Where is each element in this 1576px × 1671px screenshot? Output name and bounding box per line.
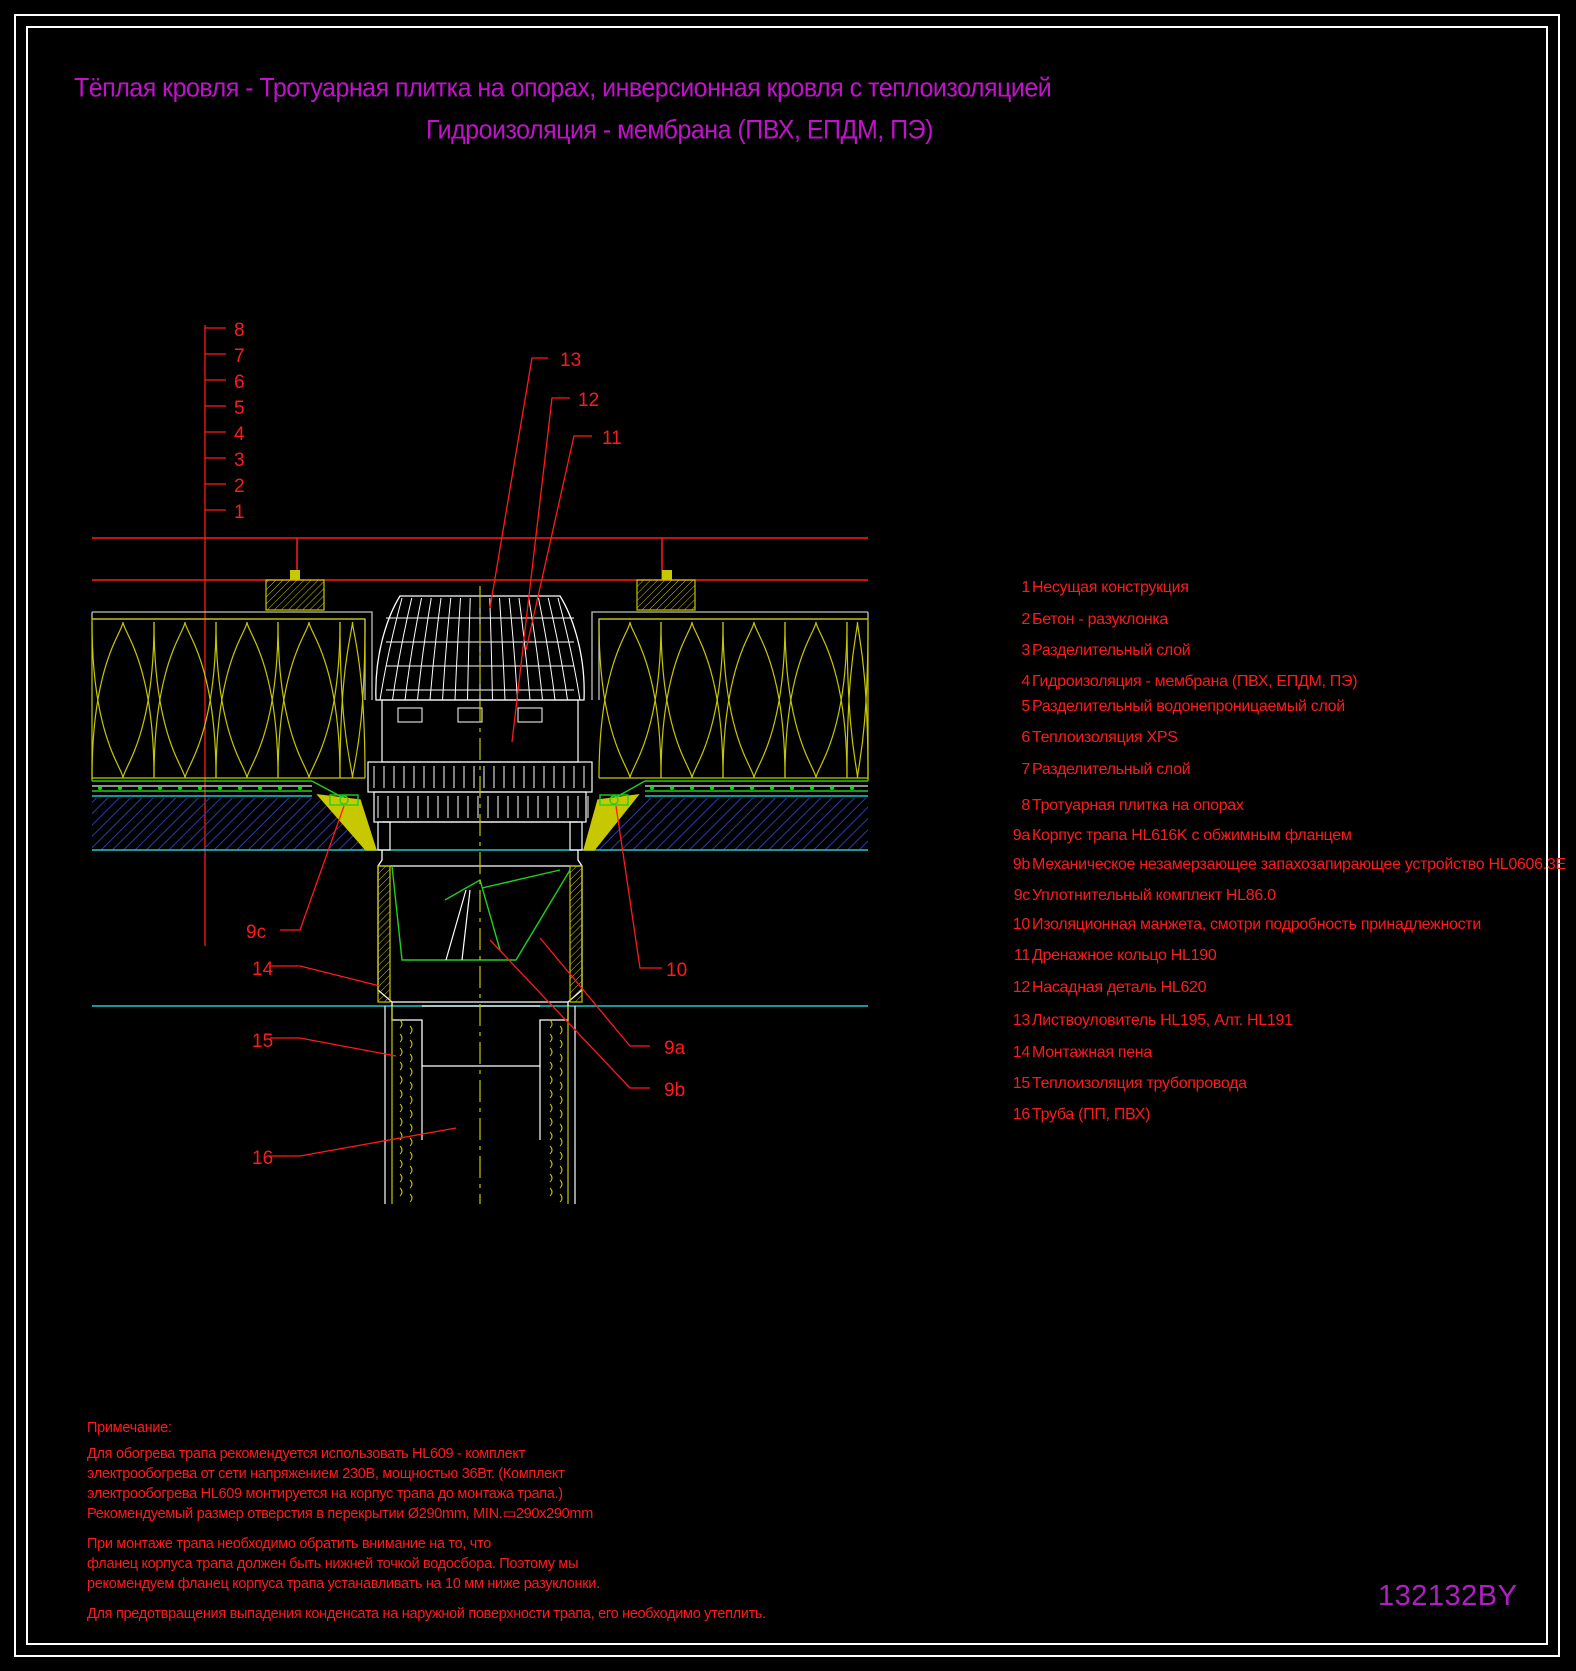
notes-heading: Примечание: [87, 1420, 172, 1436]
legend-text: Разделительный водонепроницаемый слой [1032, 698, 1345, 715]
legend-text: Несущая конструкция [1032, 579, 1189, 596]
layer-label-2: 2 [234, 476, 245, 497]
legend-text: Теплоизоляция XPS [1032, 729, 1178, 746]
layer-label-3: 3 [234, 450, 245, 471]
odour-trap [391, 865, 571, 961]
legend-text: Уплотнительный комплект HL86.0 [1032, 887, 1276, 904]
layer-label-7: 7 [234, 346, 245, 367]
legend-text: Корпус трапа HL616K с обжимным фланцем [1032, 827, 1352, 844]
legend-num: 9a [1012, 827, 1031, 844]
callout-13: 13 [560, 350, 581, 371]
callout-9b: 9b [664, 1080, 685, 1101]
drainage-ring [373, 766, 589, 818]
legend-text: Монтажная пена [1032, 1044, 1152, 1061]
legend-num: 3 [1021, 642, 1030, 659]
note-line: электрообогрева от сети напряжением 230В… [87, 1466, 565, 1482]
pipe-insulation [391, 1006, 569, 1204]
tile-pedestal-left [265, 570, 325, 611]
note-line: фланец корпуса трапа должен быть нижней … [87, 1556, 579, 1572]
legend-num: 9c [1013, 887, 1031, 904]
legend-text: Разделительный слой [1032, 642, 1191, 659]
legend-num: 7 [1021, 761, 1030, 778]
legend-num: 9b [1012, 856, 1031, 873]
legend-num: 15 [1012, 1075, 1031, 1092]
callout-11: 11 [602, 428, 622, 449]
callout-15: 15 [252, 1031, 273, 1052]
legend-text: Разделительный слой [1032, 761, 1191, 778]
note-line: рекомендуем фланец корпуса трапа устанав… [87, 1576, 600, 1592]
legend-num: 13 [1012, 1012, 1031, 1029]
callout-10: 10 [666, 960, 687, 981]
notes-paragraph-2: При монтаже трапа необходимо обратить вн… [87, 1534, 600, 1594]
callout-14: 14 [252, 959, 274, 980]
legend-text: Бетон - разуклонка [1032, 611, 1169, 628]
note-line: При монтаже трапа необходимо обратить вн… [87, 1536, 492, 1552]
layer-label-5: 5 [234, 398, 245, 419]
note-line: Рекомендуемый размер отверстия в перекры… [87, 1506, 593, 1522]
xps-insulation [91, 618, 869, 779]
legend-text: Насадная деталь HL620 [1032, 979, 1207, 996]
legend-text: Гидроизоляция - мембрана (ПВХ, ЕПДМ, ПЭ) [1032, 673, 1358, 690]
callout-16: 16 [252, 1148, 273, 1169]
legend-text: Дренажное кольцо HL190 [1032, 947, 1217, 964]
notes-paragraph-3: Для предотвращения выпадения конденсата … [87, 1606, 766, 1622]
layer-label-1: 1 [234, 502, 245, 523]
legend-num: 12 [1012, 979, 1031, 996]
drawing-title: Тёплая кровля - Тротуарная плитка на опо… [74, 72, 1052, 104]
callout-9c: 9c [246, 922, 266, 943]
legend-num: 14 [1012, 1044, 1031, 1061]
note-line: электрообогрева HL609 монтируется на кор… [87, 1486, 563, 1502]
membrane-dots [98, 786, 854, 790]
concrete-slope [92, 798, 868, 851]
legend-num: 11 [1013, 947, 1030, 964]
legend-num: 5 [1021, 698, 1030, 715]
notes-paragraph-1: Для обогрева трапа рекомендуется использ… [87, 1444, 593, 1524]
tile-pedestal-right [636, 570, 696, 611]
pipe [384, 1006, 576, 1204]
paving-tiles [92, 537, 868, 581]
legend-text: Листвоуловитель HL195, Алт. HL191 [1032, 1012, 1293, 1029]
legend-num: 4 [1021, 673, 1030, 690]
note-line: Для обогрева трапа рекомендуется использ… [87, 1446, 525, 1462]
legend-text: Теплоизоляция трубопровода [1032, 1075, 1247, 1092]
drawing-frame-outer [14, 14, 1560, 1657]
legend-num: 6 [1021, 729, 1030, 746]
waterproofing-membrane [92, 780, 868, 797]
callout-9a: 9a [664, 1038, 686, 1059]
legend-text: Тротуарная плитка на опорах [1032, 797, 1244, 814]
callout-leaders [270, 357, 662, 1157]
legend-text: Изоляционная манжета, смотри подробность… [1032, 916, 1481, 933]
legend-num: 16 [1012, 1106, 1031, 1123]
layer-label-6: 6 [234, 372, 245, 393]
legend-num: 8 [1021, 797, 1030, 814]
drawing-subtitle: Гидроизоляция - мембрана (ПВХ, ЕПДМ, ПЭ) [426, 114, 933, 146]
layer-label-4: 4 [234, 424, 245, 445]
legend-num: 2 [1021, 611, 1030, 628]
callout-12: 12 [578, 390, 599, 411]
sealing-kit-flange [311, 780, 646, 851]
legend-num: 10 [1012, 916, 1031, 933]
drawing-frame-inner [26, 26, 1548, 1645]
legend-num: 1 [1021, 579, 1030, 596]
layer-label-8: 8 [234, 320, 245, 341]
mounting-foam [377, 865, 583, 1003]
drawing-code: 132132BY [1378, 1580, 1518, 1612]
legend-text: Труба (ПП, ПВХ) [1032, 1106, 1151, 1123]
legend-text: Механическое незамерзающее запахозапираю… [1032, 856, 1566, 873]
